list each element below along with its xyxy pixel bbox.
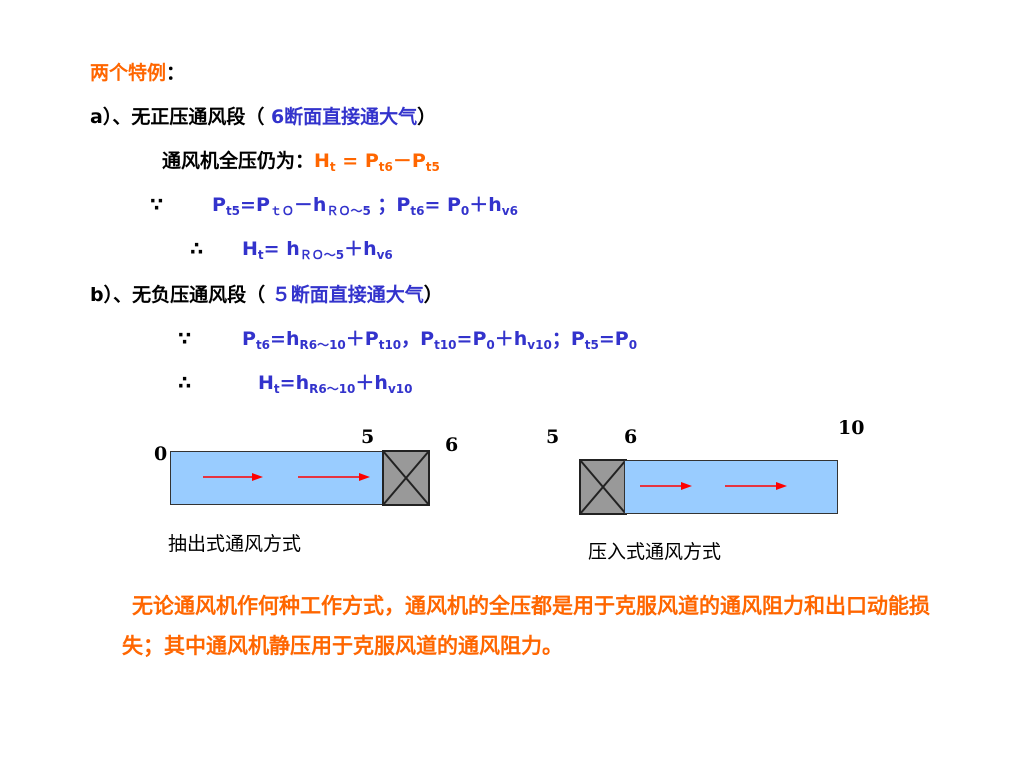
case-b-therefore-line: ∴ Ht=hR6～10＋hv10 <box>178 371 412 395</box>
title-colon: ： <box>166 62 186 84</box>
case-a-heading-post: ） <box>417 106 437 128</box>
therefore-symbol: ∴ <box>190 238 204 260</box>
fan-icon <box>382 450 430 506</box>
section-title: 两个特例： <box>90 61 185 85</box>
case-a-therefore-formula: Ht= hＲＯ～5＋hv6 <box>242 238 393 262</box>
case-a-heading-pre: a）、无正压通风段（ <box>90 106 271 128</box>
section-label-6: 6 <box>445 434 459 456</box>
therefore-symbol: ∴ <box>178 372 192 394</box>
case-b-heading-highlight: ５断面直接通大气 <box>271 284 424 306</box>
airflow-arrow-icon <box>298 473 370 481</box>
conclusion-text: 无论通风机作何种工作方式，通风机的全压都是用于克服风道的通风阻力和出口动能损失；… <box>122 594 930 658</box>
air-duct <box>624 460 838 514</box>
case-a-heading-highlight: 6断面直接通大气 <box>270 106 418 128</box>
fan-icon <box>579 459 627 515</box>
case-b-because-formula: Pt6=hR6～10＋Pt10，Pt10=P0＋hv10；Pt5=P0 <box>242 328 638 352</box>
airflow-arrow-icon <box>725 482 787 490</box>
case-b-heading-post: ） <box>423 284 443 306</box>
case-a-therefore-line: ∴ Ht= hＲＯ～5＋hv6 <box>190 237 393 261</box>
case-b-heading-pre: b）、无负压通风段（ <box>90 284 272 306</box>
section-label-0: 0 <box>154 443 168 465</box>
because-symbol: ∵ <box>178 328 192 350</box>
fan-pressure-formula: Ht = Pt6－Pt5 <box>314 150 440 174</box>
because-symbol: ∵ <box>150 194 164 216</box>
exhaust-caption: 抽出式通风方式 <box>168 533 302 555</box>
case-b-because-line: ∵ Pt6=hR6～10＋Pt10，Pt10=P0＋hv10；Pt5=P0 <box>178 327 637 351</box>
section-label-10: 10 <box>838 417 865 439</box>
section-label-5: 5 <box>361 426 375 448</box>
forced-caption: 压入式通风方式 <box>588 541 722 563</box>
title-text: 两个特例 <box>90 62 167 84</box>
conclusion-paragraph: 无论通风机作何种工作方式，通风机的全压都是用于克服风道的通风阻力和出口动能损失；… <box>122 586 942 666</box>
airflow-arrow-icon <box>640 482 692 490</box>
section-label-5: 5 <box>546 426 560 448</box>
case-a-because-line: ∵ Pt5=PｔＯ－hＲＯ～5 ；Pt6= P0＋hv6 <box>150 193 518 217</box>
case-b-therefore-formula: Ht=hR6～10＋hv10 <box>258 372 413 396</box>
airflow-arrow-icon <box>203 473 263 481</box>
case-a-fan-pressure-line: 通风机全压仍为：Ht = Pt6－Pt5 <box>162 149 440 173</box>
case-a-because-formula: Pt5=PｔＯ－hＲＯ～5 ；Pt6= P0＋hv6 <box>212 194 518 218</box>
case-a-heading: a）、无正压通风段（ 6断面直接通大气） <box>90 105 436 129</box>
fan-pressure-label: 通风机全压仍为： <box>162 150 315 172</box>
case-b-heading: b）、无负压通风段（ ５断面直接通大气） <box>90 283 443 307</box>
air-duct <box>170 451 386 505</box>
section-label-6: 6 <box>624 426 638 448</box>
